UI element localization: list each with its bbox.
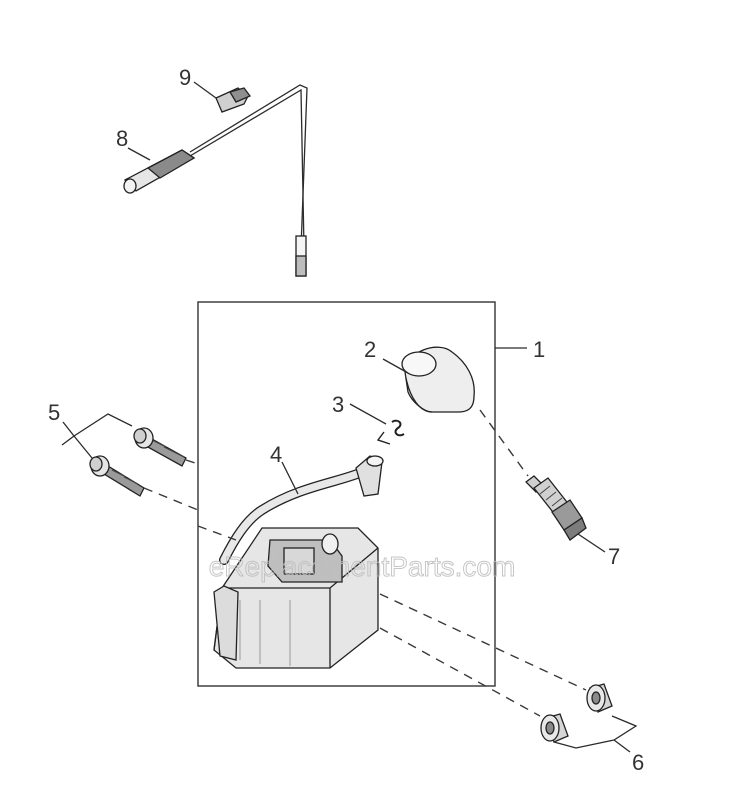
wire-second-strand bbox=[189, 88, 305, 249]
callout-6: 6 bbox=[632, 750, 644, 775]
callout-7: 7 bbox=[608, 544, 620, 569]
spring-part-3 bbox=[376, 419, 405, 445]
bolt-upper-part-5 bbox=[133, 427, 187, 467]
wire-sleeve-part-8 bbox=[123, 149, 196, 194]
leader-5 bbox=[61, 413, 133, 459]
leader-9 bbox=[193, 81, 217, 99]
spacer-upper-part-6 bbox=[586, 683, 613, 713]
callout-5: 5 bbox=[48, 400, 60, 425]
stop-wire-assembly bbox=[123, 84, 308, 277]
wire-clip-part-9 bbox=[215, 87, 252, 113]
ignition-coil-part-4 bbox=[213, 455, 384, 669]
leader-4 bbox=[281, 461, 299, 495]
leader-7 bbox=[577, 533, 606, 553]
callout-3: 3 bbox=[332, 392, 344, 417]
spacer-lower-part-6 bbox=[540, 713, 569, 743]
assembly-frame bbox=[197, 301, 496, 687]
callout-8: 8 bbox=[116, 126, 128, 151]
callout-4: 4 bbox=[270, 442, 282, 467]
spark-plug-boot-part-2 bbox=[401, 346, 475, 413]
callout-2: 2 bbox=[364, 337, 376, 362]
leader-6 bbox=[553, 715, 638, 753]
spark-plug-part-7 bbox=[525, 475, 587, 541]
alignment-lines bbox=[143, 409, 587, 717]
callout-9: 9 bbox=[179, 65, 191, 90]
terminal-blade bbox=[295, 255, 307, 277]
watermark-text: eReplacementParts.com bbox=[209, 551, 516, 582]
leader-2 bbox=[382, 358, 409, 374]
leader-8 bbox=[127, 147, 151, 161]
leader-3 bbox=[349, 403, 387, 425]
callout-1: 1 bbox=[533, 337, 545, 362]
bolt-lower-part-5 bbox=[89, 455, 145, 497]
wire bbox=[189, 84, 308, 249]
